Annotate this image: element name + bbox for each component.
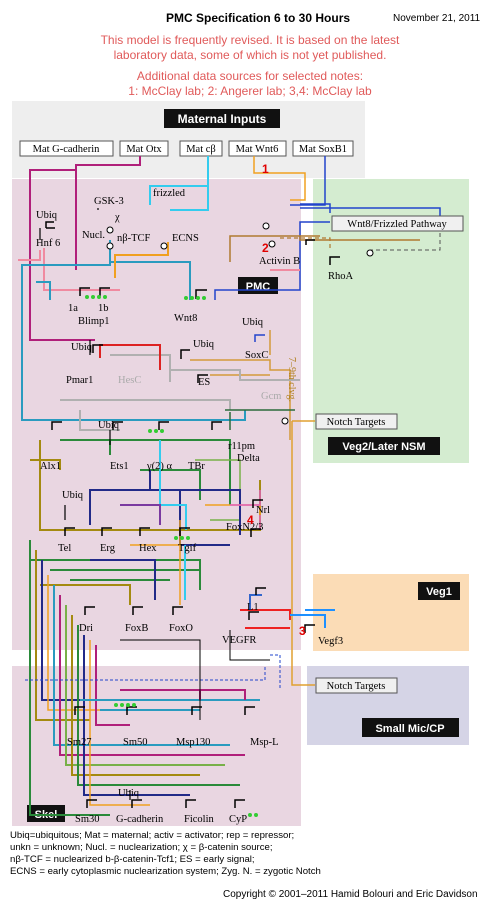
tgif-label: Tgif — [178, 543, 197, 554]
sm50-label: Sm50 — [123, 737, 148, 748]
wnt8-label: Wnt8 — [174, 313, 197, 324]
tel-label: Tel — [58, 543, 71, 554]
warning-line-2: laboratory data, some of which is not ye… — [113, 48, 387, 62]
note-1: 1 — [262, 162, 269, 176]
ubiq-label-3: Ubiq — [71, 342, 93, 353]
blimp1-1b-label: 1b — [98, 303, 109, 314]
ubiq-label-2: Ubiq — [242, 317, 264, 328]
maternal-boxes: Mat G-cadherin Mat Otx Mat cβ Mat Wnt6 M… — [19, 140, 354, 157]
veg1-label: Veg1 — [426, 586, 452, 598]
mat-cbeta-box: Mat cβ — [186, 144, 216, 155]
msp130-label: Msp130 — [176, 737, 210, 748]
chi-label: χ — [114, 212, 120, 223]
ubiq-label-1: Ubiq — [36, 210, 58, 221]
mat-soxb1-box: Mat SoxB1 — [299, 144, 347, 155]
delta-label: Delta — [237, 453, 260, 464]
blimp1-label: Blimp1 — [78, 316, 110, 327]
frizzled-label: frizzled — [153, 188, 186, 199]
foxo-label: FoxO — [169, 623, 193, 634]
cyp-label: CyP — [229, 814, 247, 825]
blimp1-1a-label: 1a — [68, 303, 78, 314]
dri-label: Dri — [79, 623, 93, 634]
note-4: 4 — [247, 513, 254, 527]
wnt8-rhoa-link — [370, 233, 441, 251]
erg-label: Erg — [100, 543, 116, 554]
ubiq-label-7: Ubiq — [118, 788, 140, 799]
hex-label: Hex — [139, 543, 157, 554]
gcadherin-label: G-cadherin — [116, 814, 164, 825]
sm30-label: Sm30 — [75, 814, 100, 825]
foxn23-label: FoxN2/3 — [226, 522, 263, 533]
mat-otx-box: Mat Otx — [126, 144, 162, 155]
hnf6-label: Hnf 6 — [36, 238, 60, 249]
ubiq-label-6: Ubiq — [62, 490, 84, 501]
sources-line-1: Additional data sources for selected not… — [136, 69, 364, 83]
maternal-title: Maternal Inputs — [178, 112, 267, 126]
veg2-label: Veg2/Later NSM — [342, 441, 425, 453]
activin-rhoa-link — [280, 237, 331, 250]
r11pm-label: r11pm — [228, 441, 255, 452]
nucl-label: Nucl. — [82, 230, 105, 241]
vegf3-label: Vegf3 — [318, 636, 343, 647]
pmc-label: PMC — [246, 281, 271, 293]
legend-line-4: ECNS = early cytoplasmic nuclearization … — [10, 866, 321, 877]
notch-targets-box-1: Notch Targets — [327, 417, 386, 428]
hesc-label: HesC — [118, 375, 141, 386]
activinb-label: Activin B — [259, 256, 300, 267]
legend-line-3: nβ-TCF = nuclearized b-β-catenin-Tcf1; E… — [10, 854, 255, 865]
nrl-label: Nrl — [256, 505, 270, 516]
smallmic-label: Small Mic/CP — [375, 723, 444, 735]
soxc-label: SoxC — [245, 350, 268, 361]
ficolin-label: Ficolin — [184, 814, 215, 825]
legend-line-2: unkn = unknown; Nucl. = nuclearization; … — [10, 842, 273, 853]
junction-nodes — [106, 222, 374, 425]
legend-line-1: Ubiq=ubiquitous; Mat = maternal; activ =… — [10, 830, 295, 841]
ubiq-label-4: Ubiq — [193, 339, 215, 350]
wnt8-pathway-box: Wnt8/Frizzled Pathway — [347, 219, 447, 230]
sources-line-2: 1: McClay lab; 2: Angerer lab; 3,4: McCl… — [128, 84, 372, 98]
gcm-label: Gcm — [261, 391, 281, 402]
gsk3-label: GSK-3 — [94, 196, 124, 207]
rhoa-label: RhoA — [328, 271, 354, 282]
mspl-label: Msp-L — [250, 737, 279, 748]
copyright: Copyright © 2001–2011 Hamid Bolouri and … — [223, 889, 478, 900]
l1-label: L1 — [247, 602, 259, 613]
foxb-label: FoxB — [125, 623, 148, 634]
sm27-label: Sm27 — [67, 737, 92, 748]
y2a-label: γ(2) α — [146, 461, 173, 472]
ecns-label: ECNS — [172, 233, 199, 244]
clvg-label: 7–9th clvg. — [286, 357, 297, 402]
network-wiring — [18, 156, 441, 816]
note-2: 2 — [262, 241, 269, 255]
diagram-date: November 21, 2011 — [393, 13, 481, 24]
activation-markers — [85, 295, 258, 817]
alx1-label: Alx1 — [40, 461, 61, 472]
nbtcf-label: nβ-TCF — [117, 233, 151, 244]
node-labels: GSK-3 frizzled χ Nucl. nβ-TCF ECNS Ubiq … — [36, 188, 354, 825]
mat-wnt6-box: Mat Wnt6 — [236, 144, 279, 155]
gene-promoters — [45, 221, 340, 808]
mat-gcadherin-box: Mat G-cadherin — [33, 144, 101, 155]
diagram-title: PMC Specification 6 to 30 Hours — [166, 11, 351, 25]
notch-targets-box-2: Notch Targets — [327, 681, 386, 692]
warning-line-1: This model is frequently revised. It is … — [100, 33, 400, 47]
tbr-label: TBr — [188, 461, 205, 472]
vegfr-label: VEGFR — [222, 635, 256, 646]
ubiq-label-5: Ubiq — [98, 420, 120, 431]
note-numbers: 1 2 3 4 — [247, 162, 306, 638]
es-label: ES — [198, 377, 210, 388]
pmar1-label: Pmar1 — [66, 375, 93, 386]
ets1-label: Ets1 — [110, 461, 129, 472]
pmc-region — [12, 179, 301, 650]
note-3: 3 — [299, 624, 306, 638]
